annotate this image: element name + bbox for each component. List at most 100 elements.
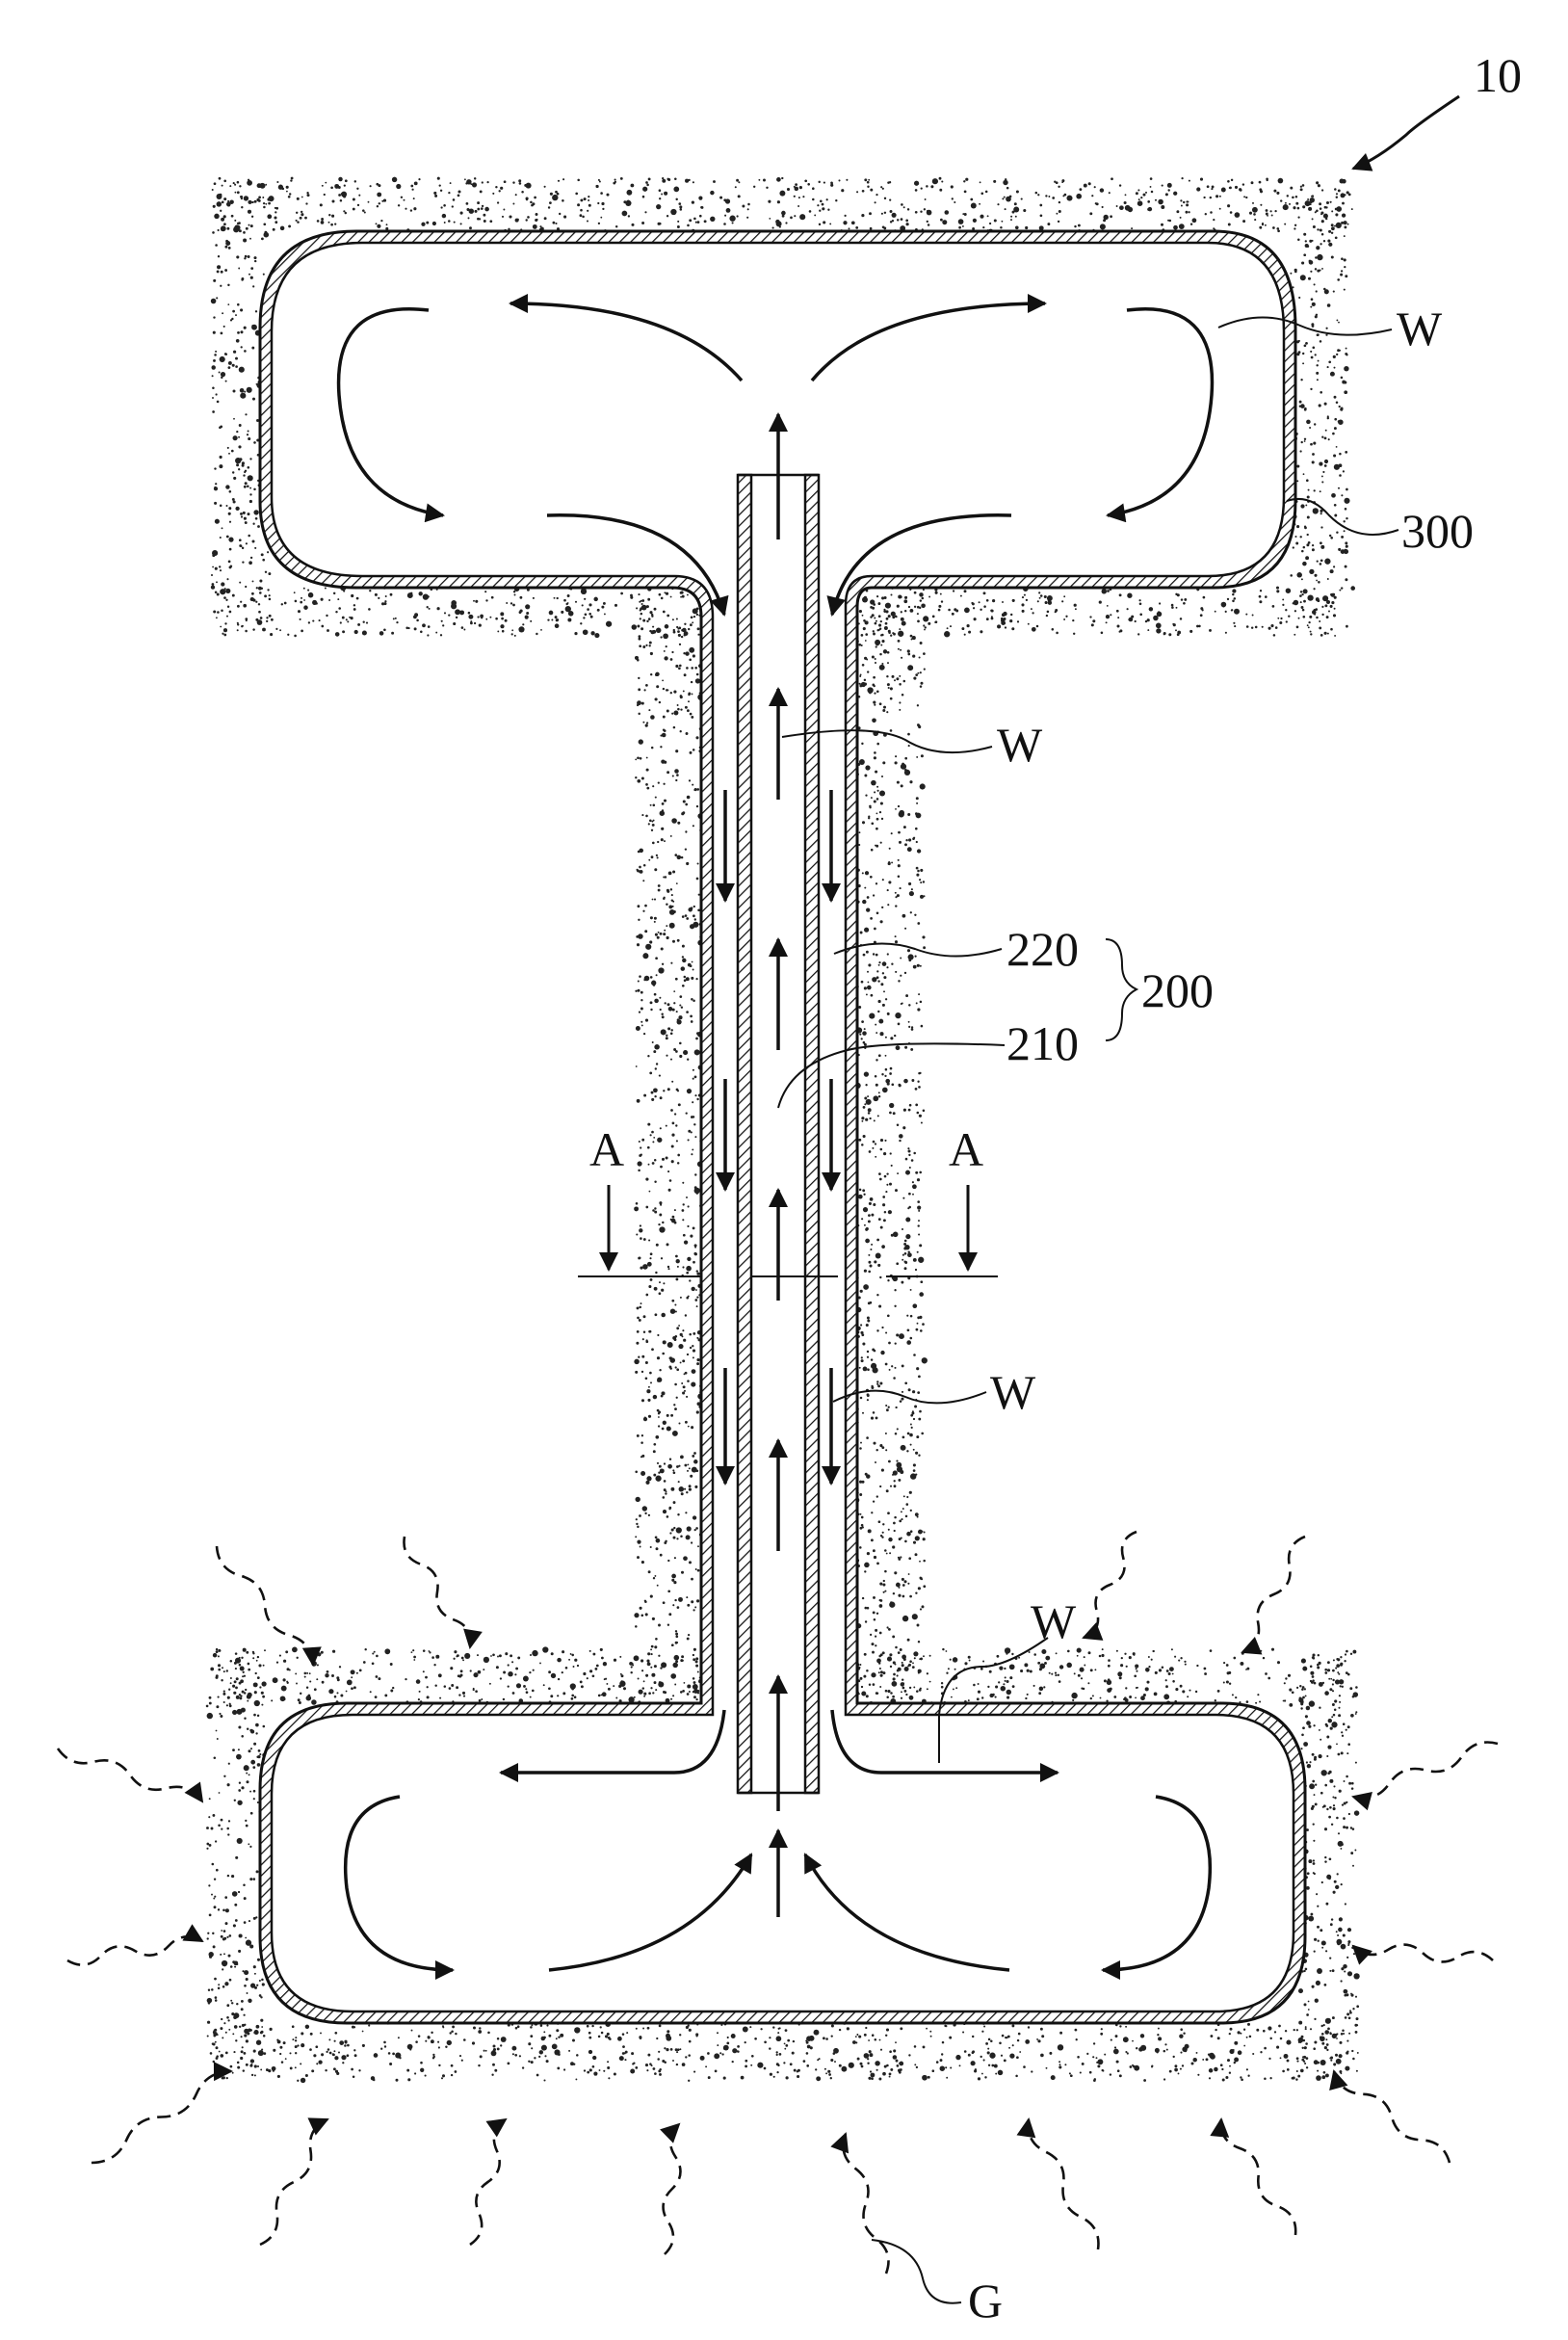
insulation-speckle-dot xyxy=(508,1664,510,1666)
insulation-speckle-dot xyxy=(1243,196,1245,197)
insulation-speckle-dot xyxy=(901,618,904,621)
insulation-speckle-dot xyxy=(1189,180,1190,182)
insulation-speckle-dot xyxy=(1325,1903,1328,1906)
insulation-speckle-dot xyxy=(651,1131,654,1134)
insulation-speckle-dot xyxy=(257,525,260,528)
insulation-speckle-dot xyxy=(686,1396,688,1398)
insulation-speckle-dot xyxy=(207,2035,209,2037)
insulation-speckle-dot xyxy=(923,946,926,949)
insulation-speckle-dot xyxy=(640,1614,643,1617)
insulation-speckle-dot xyxy=(694,1049,700,1055)
insulation-speckle-dot xyxy=(890,1692,893,1695)
insulation-speckle-dot xyxy=(215,1999,218,2002)
insulation-speckle-dot xyxy=(370,185,372,187)
insulation-speckle-dot xyxy=(1308,1859,1312,1863)
insulation-speckle-dot xyxy=(663,688,665,690)
insulation-speckle-dot xyxy=(341,193,343,195)
insulation-speckle-dot xyxy=(1338,487,1340,489)
insulation-speckle-dot xyxy=(1289,1689,1292,1692)
insulation-speckle-dot xyxy=(232,310,235,313)
insulation-speckle-dot xyxy=(236,461,239,464)
insulation-speckle-dot xyxy=(1319,202,1321,205)
insulation-speckle-dot xyxy=(358,195,360,197)
insulation-speckle-dot xyxy=(215,592,218,594)
insulation-speckle-dot xyxy=(640,613,643,616)
insulation-speckle-dot xyxy=(1346,1957,1348,1959)
insulation-speckle-dot xyxy=(867,1095,869,1097)
insulation-speckle-dot xyxy=(899,701,901,703)
insulation-speckle-dot xyxy=(253,488,256,491)
insulation-speckle-dot xyxy=(601,606,604,609)
insulation-speckle-dot xyxy=(1013,207,1019,213)
insulation-speckle-dot xyxy=(258,587,262,591)
insulation-speckle-dot xyxy=(1315,1784,1317,1786)
insulation-speckle-dot xyxy=(913,1152,916,1155)
insulation-speckle-dot xyxy=(235,357,238,360)
insulation-speckle-dot xyxy=(1072,619,1074,621)
insulation-speckle-dot xyxy=(1324,1784,1327,1787)
insulation-speckle-dot xyxy=(926,185,928,188)
insulation-speckle-dot xyxy=(228,361,232,365)
insulation-speckle-dot xyxy=(903,1079,908,1084)
insulation-speckle-dot xyxy=(625,200,631,206)
insulation-speckle-dot xyxy=(1304,1688,1306,1690)
insulation-speckle-dot xyxy=(918,1641,920,1643)
insulation-speckle-dot xyxy=(636,1342,639,1345)
insulation-speckle-dot xyxy=(1332,1683,1334,1685)
insulation-speckle-dot xyxy=(895,971,897,973)
insulation-speckle-dot xyxy=(863,1675,866,1678)
insulation-speckle-dot xyxy=(987,215,989,217)
insulation-speckle-dot xyxy=(433,1664,435,1666)
insulation-speckle-dot xyxy=(534,2057,536,2059)
insulation-speckle-dot xyxy=(461,626,464,629)
insulation-speckle-dot xyxy=(261,1681,266,1686)
insulation-speckle-dot xyxy=(684,673,687,676)
insulation-speckle-dot xyxy=(670,1029,672,1031)
insulation-speckle-dot xyxy=(865,794,867,796)
insulation-speckle-dot xyxy=(958,219,964,224)
insulation-speckle-dot xyxy=(913,1354,916,1356)
insulation-speckle-dot xyxy=(584,598,586,600)
insulation-speckle-dot xyxy=(1346,367,1348,369)
insulation-speckle-dot xyxy=(582,216,585,219)
insulation-speckle-dot xyxy=(1350,586,1355,591)
insulation-speckle-dot xyxy=(596,1665,599,1668)
insulation-speckle-dot xyxy=(900,1648,902,1651)
insulation-speckle-dot xyxy=(746,217,748,219)
insulation-speckle-dot xyxy=(477,616,479,618)
insulation-speckle-dot xyxy=(884,1549,887,1552)
insulation-speckle-dot xyxy=(697,1671,699,1673)
insulation-speckle-dot xyxy=(1140,197,1142,198)
insulation-speckle-dot xyxy=(321,625,324,628)
insulation-speckle-dot xyxy=(912,1666,915,1669)
insulation-speckle-dot xyxy=(1187,1696,1189,1697)
insulation-speckle-dot xyxy=(1352,1650,1356,1654)
insulation-speckle-dot xyxy=(909,1696,914,1700)
insulation-speckle-dot xyxy=(512,203,514,205)
insulation-speckle-dot xyxy=(903,599,907,603)
insulation-speckle-dot xyxy=(918,1086,921,1089)
insulation-speckle-dot xyxy=(1276,227,1279,230)
insulation-speckle-dot xyxy=(875,1629,877,1632)
insulation-speckle-dot xyxy=(697,1569,700,1572)
insulation-speckle-dot xyxy=(1166,1670,1169,1672)
insulation-speckle-dot xyxy=(890,1486,892,1487)
insulation-speckle-dot xyxy=(879,1583,882,1586)
insulation-speckle-dot xyxy=(640,1021,642,1023)
insulation-speckle-dot xyxy=(366,622,368,624)
insulation-speckle-dot xyxy=(525,219,527,221)
insulation-speckle-dot xyxy=(893,1377,896,1380)
insulation-speckle-dot xyxy=(890,729,893,732)
insulation-speckle-dot xyxy=(502,630,505,633)
insulation-speckle-dot xyxy=(216,297,218,299)
insulation-speckle-dot xyxy=(468,217,470,219)
insulation-speckle-dot xyxy=(903,1495,905,1497)
insulation-speckle-dot xyxy=(693,654,695,657)
insulation-speckle-dot xyxy=(883,976,886,979)
insulation-speckle-dot xyxy=(1321,436,1323,438)
insulation-speckle-dot xyxy=(644,1512,646,1514)
insulation-speckle-dot xyxy=(650,1001,653,1004)
insulation-speckle-dot xyxy=(322,185,324,187)
insulation-speckle-dot xyxy=(862,1412,864,1414)
insulation-speckle-dot xyxy=(657,1380,659,1381)
